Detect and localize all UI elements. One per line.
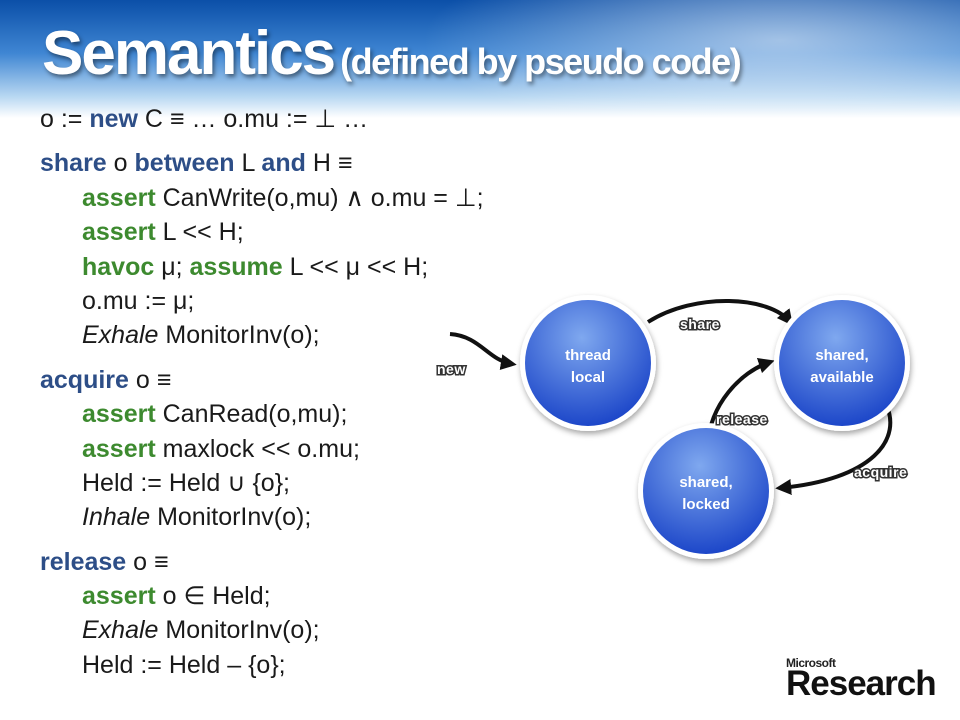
keyword-acquire: acquire <box>40 365 129 394</box>
keyword-new: new <box>89 105 138 133</box>
keyword-assert: assert <box>82 400 156 429</box>
node-shared-available: shared, available <box>774 295 910 431</box>
code-text: MonitorInv(o); <box>158 616 320 645</box>
title-subtitle: (defined by pseudo code) <box>340 41 742 82</box>
code-line-acquire: acquire o ≡ <box>40 363 484 397</box>
keyword-havoc: havoc <box>82 252 155 281</box>
edge-label-release: release <box>716 411 768 427</box>
keyword-exhale: Exhale <box>82 321 159 350</box>
logo-company: Microsoft <box>786 656 836 670</box>
code-text: CanWrite(o,mu) ∧ o.mu = ⊥; <box>155 183 484 212</box>
keyword-and: and <box>261 149 306 178</box>
keyword-share: share <box>40 149 107 178</box>
node-shared-locked: shared, locked <box>638 423 774 559</box>
code-line-release-2: Exhale MonitorInv(o); <box>40 613 484 647</box>
keyword-assert: assert <box>82 183 156 212</box>
code-line-acquire-4: Inhale MonitorInv(o); <box>40 500 484 534</box>
code-text: CanRead(o,mu); <box>155 400 348 429</box>
code-text: L <box>234 149 262 178</box>
code-line-new: o := new C ≡ … o.mu := ⊥ … <box>40 102 484 136</box>
logo-division: Research <box>786 664 937 703</box>
microsoft-research-logo: Microsoft Research <box>786 656 937 704</box>
node-label-line1: shared, <box>815 347 868 364</box>
code-line-share-4: o.mu := μ; <box>40 284 484 318</box>
edge-label-share: share <box>680 316 720 332</box>
keyword-assert: assert <box>82 434 156 463</box>
code-line-share-5: Exhale MonitorInv(o); <box>40 318 484 352</box>
code-line-release-1: assert o ∈ Held; <box>40 579 484 613</box>
title-banner: Semantics(defined by pseudo code) <box>0 0 960 118</box>
code-text: Held := Held – {o}; <box>82 650 286 679</box>
code-text: o.mu := μ; <box>82 286 195 315</box>
title-main: Semantics <box>42 19 336 88</box>
code-line-release: release o ≡ <box>40 545 484 579</box>
edge-acquire-arrow <box>775 399 893 495</box>
keyword-assert: assert <box>82 218 156 247</box>
code-text: C ≡ … o.mu := ⊥ … <box>137 105 369 133</box>
code-line-acquire-2: assert maxlock << o.mu; <box>40 432 484 466</box>
code-line-acquire-3: Held := Held ∪ {o}; <box>40 466 484 500</box>
node-body <box>525 300 651 426</box>
code-line-share-2: assert L << H; <box>40 215 484 249</box>
keyword-between: between <box>134 149 235 178</box>
node-label-line2: available <box>810 369 873 386</box>
code-text: o <box>106 149 135 178</box>
slide-title: Semantics(defined by pseudo code) <box>42 18 742 89</box>
keyword-inhale: Inhale <box>82 503 151 532</box>
keyword-assert: assert <box>82 582 156 611</box>
code-text: o ∈ Held; <box>155 582 271 611</box>
code-text: o ≡ <box>126 547 169 576</box>
code-line-share-1: assert CanWrite(o,mu) ∧ o.mu = ⊥; <box>40 181 484 215</box>
code-text: L << H; <box>155 218 244 247</box>
edge-share-arrow <box>646 299 793 326</box>
node-label-line1: shared, <box>679 474 732 491</box>
code-line-share-3: havoc μ; assume L << μ << H; <box>40 250 484 284</box>
code-line-share: share o between L and H ≡ <box>40 146 484 180</box>
code-text: μ; <box>154 252 190 281</box>
node-body <box>779 300 905 426</box>
banner-glow <box>360 0 960 118</box>
edge-label-new: new <box>437 361 466 377</box>
keyword-release: release <box>40 547 127 576</box>
code-text: H ≡ <box>305 149 353 178</box>
edge-new-arrow <box>449 332 517 371</box>
node-body <box>643 428 769 554</box>
code-text: MonitorInv(o); <box>150 503 312 532</box>
node-thread-local: thread local <box>520 295 656 431</box>
code-text: L << μ << H; <box>282 252 429 281</box>
edge-label-acquire: acquire <box>854 464 907 480</box>
code-text: Held := Held ∪ {o}; <box>82 468 291 497</box>
code-text: o := <box>40 105 90 133</box>
pseudo-code-block: o := new C ≡ … o.mu := ⊥ … share o betwe… <box>40 102 484 682</box>
code-text: maxlock << o.mu; <box>155 434 360 463</box>
node-label-line2: locked <box>682 496 730 513</box>
keyword-assume: assume <box>189 252 283 281</box>
node-label-line2: local <box>571 369 605 386</box>
code-text: MonitorInv(o); <box>158 321 320 350</box>
code-line-acquire-1: assert CanRead(o,mu); <box>40 397 484 431</box>
keyword-exhale: Exhale <box>82 616 159 645</box>
code-text: o ≡ <box>128 365 172 394</box>
node-label-line1: thread <box>565 347 611 364</box>
code-line-release-3: Held := Held – {o}; <box>40 648 484 682</box>
